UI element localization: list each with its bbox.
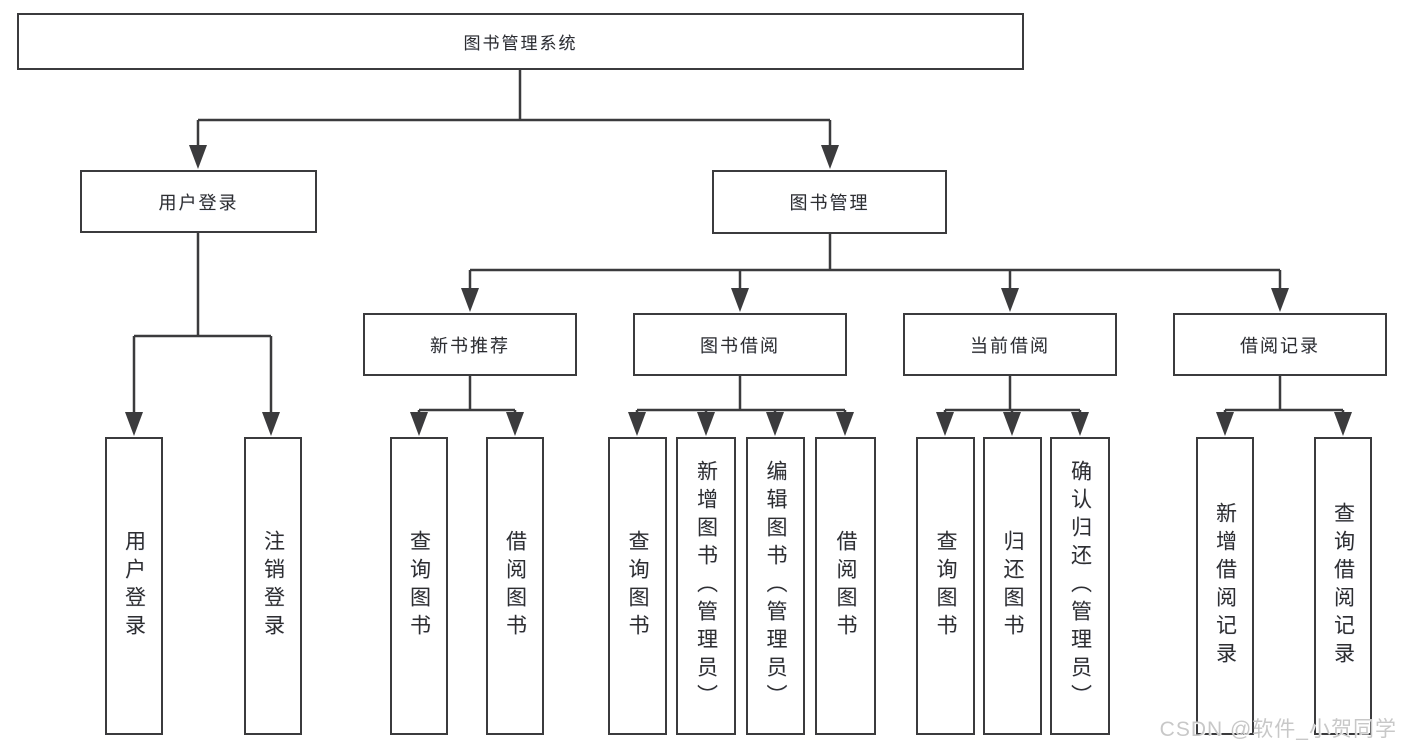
- leaf-logout-label: 注销登录: [261, 530, 285, 642]
- csdn-watermark: CSDN @软件_小贺同学: [1159, 718, 1397, 741]
- leaf-query-books-current-label: 查询图书: [934, 530, 957, 642]
- node-book-borrow: 图书借阅: [633, 313, 847, 376]
- leaf-query-books-current: 查询图书: [916, 437, 975, 735]
- leaf-logout: 注销登录: [244, 437, 302, 735]
- leaf-query-borrow-record: 查询借阅记录: [1314, 437, 1372, 735]
- leaf-borrow-books-label: 借阅图书: [834, 530, 857, 642]
- leaf-query-books-recommend: 查询图书: [390, 437, 448, 735]
- leaf-add-book-admin-label: 新增图书（管理员）: [694, 460, 718, 712]
- node-root: 图书管理系统: [17, 13, 1024, 70]
- leaf-user-login: 用户登录: [105, 437, 163, 735]
- leaf-edit-book-admin-label: 编辑图书（管理员）: [764, 460, 787, 712]
- leaf-query-books-recommend-label: 查询图书: [407, 530, 431, 642]
- leaf-user-login-label: 用户登录: [122, 530, 146, 642]
- leaf-borrow-books-recommend: 借阅图书: [486, 437, 544, 735]
- leaf-edit-book-admin: 编辑图书（管理员）: [746, 437, 805, 735]
- node-user-login-label: 用户登录: [158, 192, 239, 213]
- leaf-add-book-admin: 新增图书（管理员）: [676, 437, 736, 735]
- node-new-book-recommend-label: 新书推荐: [430, 335, 510, 356]
- leaf-return-books-label: 归还图书: [1001, 530, 1024, 642]
- node-root-label: 图书管理系统: [463, 34, 578, 53]
- leaf-confirm-return-admin: 确认归还（管理员）: [1050, 437, 1110, 735]
- node-borrow-records-label: 借阅记录: [1240, 335, 1320, 356]
- node-user-login: 用户登录: [80, 170, 317, 233]
- node-book-borrow-label: 图书借阅: [700, 335, 780, 356]
- leaf-return-books: 归还图书: [983, 437, 1042, 735]
- leaf-borrow-books: 借阅图书: [815, 437, 876, 735]
- node-current-borrow-label: 当前借阅: [970, 335, 1050, 356]
- leaf-borrow-books-recommend-label: 借阅图书: [503, 530, 527, 642]
- leaf-add-borrow-record: 新增借阅记录: [1196, 437, 1254, 735]
- leaf-add-borrow-record-label: 新增借阅记录: [1213, 502, 1237, 670]
- node-current-borrow: 当前借阅: [903, 313, 1117, 376]
- leaf-query-books-borrow-label: 查询图书: [626, 530, 649, 642]
- leaf-confirm-return-admin-label: 确认归还（管理员）: [1068, 460, 1092, 712]
- node-new-book-recommend: 新书推荐: [363, 313, 577, 376]
- node-book-management: 图书管理: [712, 170, 947, 234]
- node-borrow-records: 借阅记录: [1173, 313, 1387, 376]
- leaf-query-borrow-record-label: 查询借阅记录: [1331, 502, 1355, 670]
- leaf-query-books-borrow: 查询图书: [608, 437, 667, 735]
- node-book-management-label: 图书管理: [789, 193, 870, 213]
